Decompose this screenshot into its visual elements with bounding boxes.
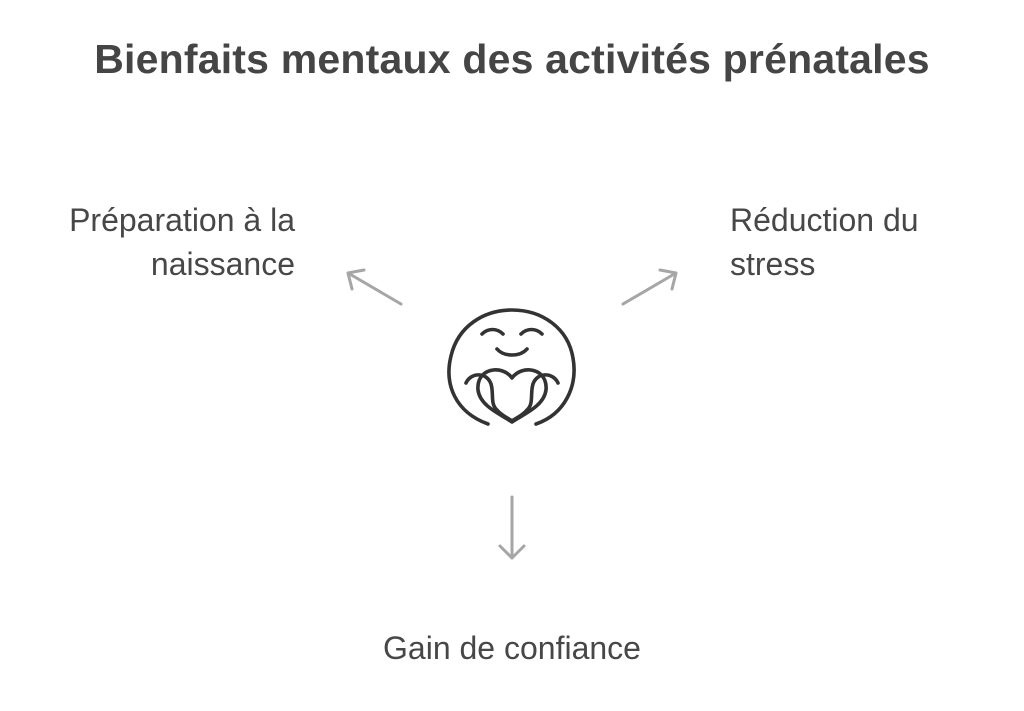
- diagram-title: Bienfaits mentaux des activités prénatal…: [94, 36, 930, 82]
- hugging-heart-face-icon: [447, 308, 576, 426]
- benefit-line: Gain de confiance: [383, 630, 641, 666]
- arrow-upper-left: [346, 268, 403, 306]
- benefit-line: Réduction du: [730, 202, 919, 238]
- benefit-line: naissance: [150, 246, 295, 282]
- arrow-down: [498, 495, 526, 560]
- arrow-upper-right: [621, 268, 678, 306]
- benefit-reduction-stress: Réduction du stress: [730, 198, 990, 286]
- benefit-line: Préparation à la: [69, 202, 295, 238]
- benefit-gain-confiance: Gain de confiance: [312, 626, 712, 670]
- benefit-line: stress: [730, 246, 816, 282]
- benefit-preparation-naissance: Préparation à la naissance: [40, 198, 295, 286]
